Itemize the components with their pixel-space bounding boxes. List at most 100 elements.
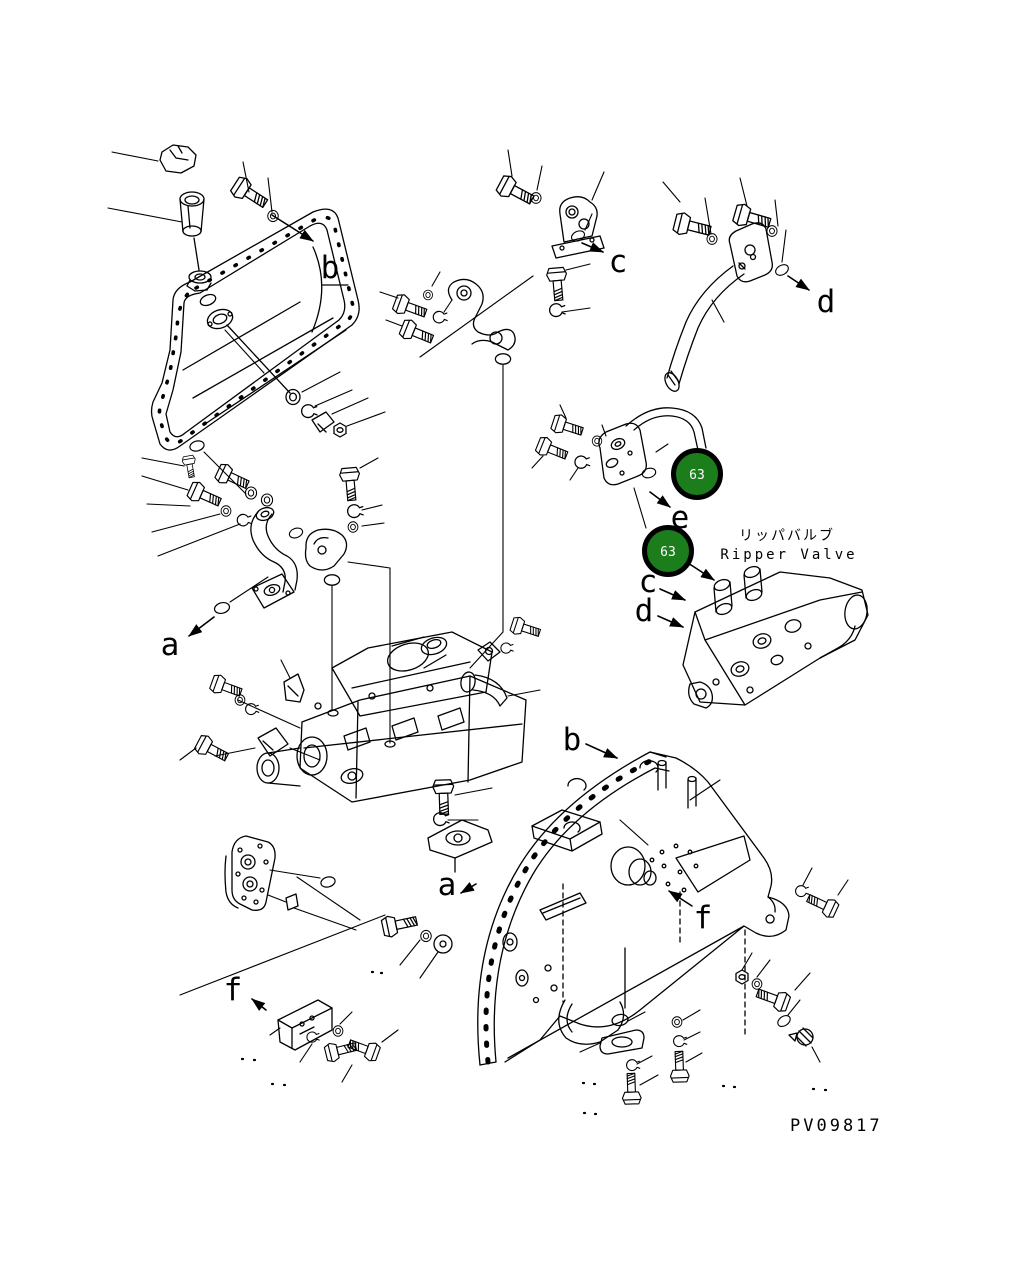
gasket-port xyxy=(199,293,217,307)
washer xyxy=(332,1025,344,1037)
washer xyxy=(420,929,432,943)
clamp-plate xyxy=(599,1029,645,1055)
dot-marks xyxy=(240,970,828,1116)
valve-solenoid xyxy=(743,565,763,602)
plug-oval xyxy=(569,228,587,244)
bolt xyxy=(671,210,714,243)
steering-case-body xyxy=(502,751,790,1063)
snap-ring xyxy=(300,404,318,419)
plug-oval xyxy=(287,525,305,541)
breather-cluster xyxy=(391,172,605,365)
round-washer xyxy=(433,934,453,954)
callout-letter-d2: d xyxy=(635,593,654,629)
mount-bracket xyxy=(427,819,493,873)
ripper-valve-caption-jp: リッパバルブ xyxy=(739,527,835,544)
badge-circle[interactable] xyxy=(642,525,694,577)
plug-oval xyxy=(188,438,206,454)
valve-port-fitting xyxy=(477,641,501,662)
washer xyxy=(347,521,359,533)
leader-lines xyxy=(141,457,391,744)
control-arm xyxy=(250,506,298,609)
callout-letter-d: d xyxy=(817,284,836,320)
pilot-bracket xyxy=(598,422,647,486)
leader-lines xyxy=(179,659,541,821)
fork-bracket xyxy=(304,528,348,571)
hex-nut xyxy=(333,422,347,438)
plug-oval xyxy=(773,261,791,279)
part-ref-badge[interactable]: 63 xyxy=(642,525,694,577)
snap-ring xyxy=(346,504,364,519)
snap-ring xyxy=(795,885,810,898)
badge-number: 63 xyxy=(689,468,705,483)
bolt xyxy=(397,317,437,349)
ripper-valve-caption-en: Ripper Valve xyxy=(720,547,857,563)
case-bolt-face xyxy=(649,835,751,893)
callout-letter-b2: b xyxy=(563,722,582,758)
badge-number: 63 xyxy=(660,545,676,560)
bolt xyxy=(345,1034,382,1064)
snap-ring xyxy=(548,303,566,318)
snap-ring xyxy=(432,310,448,324)
figure-code: PV09817 xyxy=(790,1116,883,1136)
badge-circle[interactable] xyxy=(671,448,723,500)
snap-ring xyxy=(500,642,514,654)
valve-end-cylinder xyxy=(256,747,301,787)
corner-fitting xyxy=(186,270,212,292)
bolt xyxy=(494,172,538,211)
oil-tube xyxy=(664,265,745,392)
washer xyxy=(423,289,433,301)
callout-letter-b: b xyxy=(321,250,340,286)
leader-lines xyxy=(179,779,849,1086)
wedge-pad xyxy=(285,893,299,911)
cover-gasket xyxy=(150,208,360,451)
case-hardware xyxy=(599,885,841,1105)
cap-nut xyxy=(159,144,197,174)
screw-plug xyxy=(788,1027,814,1047)
ripper-valve-body xyxy=(682,565,869,709)
snap-ring xyxy=(574,455,591,469)
e-bracket-assembly xyxy=(533,407,707,486)
bolt xyxy=(213,461,253,495)
bolt xyxy=(803,889,841,921)
bolt xyxy=(192,732,232,767)
side-plate xyxy=(224,835,453,954)
washer xyxy=(244,486,258,500)
hex-nut xyxy=(735,969,749,985)
case-pin xyxy=(657,759,697,809)
bolt xyxy=(545,266,570,302)
callout-letter-f: f xyxy=(694,900,713,936)
case-foot-arch xyxy=(558,999,625,1045)
case-top-boss xyxy=(531,809,603,852)
leader-lines xyxy=(107,151,386,495)
callout-letter-f2: f xyxy=(224,972,243,1008)
washer xyxy=(706,233,718,245)
part-ref-badge[interactable]: 63 xyxy=(671,448,723,500)
callout-letter-c: c xyxy=(609,244,628,280)
leader-lines xyxy=(531,404,669,529)
plug-oval xyxy=(494,353,512,365)
washer xyxy=(285,388,301,406)
washer xyxy=(260,493,274,507)
bolt xyxy=(508,615,543,642)
bolt xyxy=(431,779,456,816)
arm-cluster xyxy=(185,461,364,616)
leader-lines xyxy=(662,177,787,323)
bolt xyxy=(391,292,430,323)
plug-oval xyxy=(319,874,337,890)
bolt xyxy=(185,479,225,512)
callout-letter-e: e xyxy=(671,500,690,536)
plug-oval xyxy=(775,1012,793,1030)
cover-small-parts xyxy=(159,144,347,479)
snap-ring xyxy=(245,703,260,716)
tube-assembly xyxy=(664,201,791,392)
callout-letter-c2: c xyxy=(639,564,658,600)
control-valve xyxy=(192,615,543,873)
callout-letter-a: a xyxy=(161,627,180,663)
wedge-pad xyxy=(311,411,335,433)
washer xyxy=(220,505,232,517)
f-cover-cluster xyxy=(277,999,382,1064)
gasket-boss xyxy=(206,308,234,330)
bolt xyxy=(669,1050,690,1083)
bolt xyxy=(549,412,586,441)
